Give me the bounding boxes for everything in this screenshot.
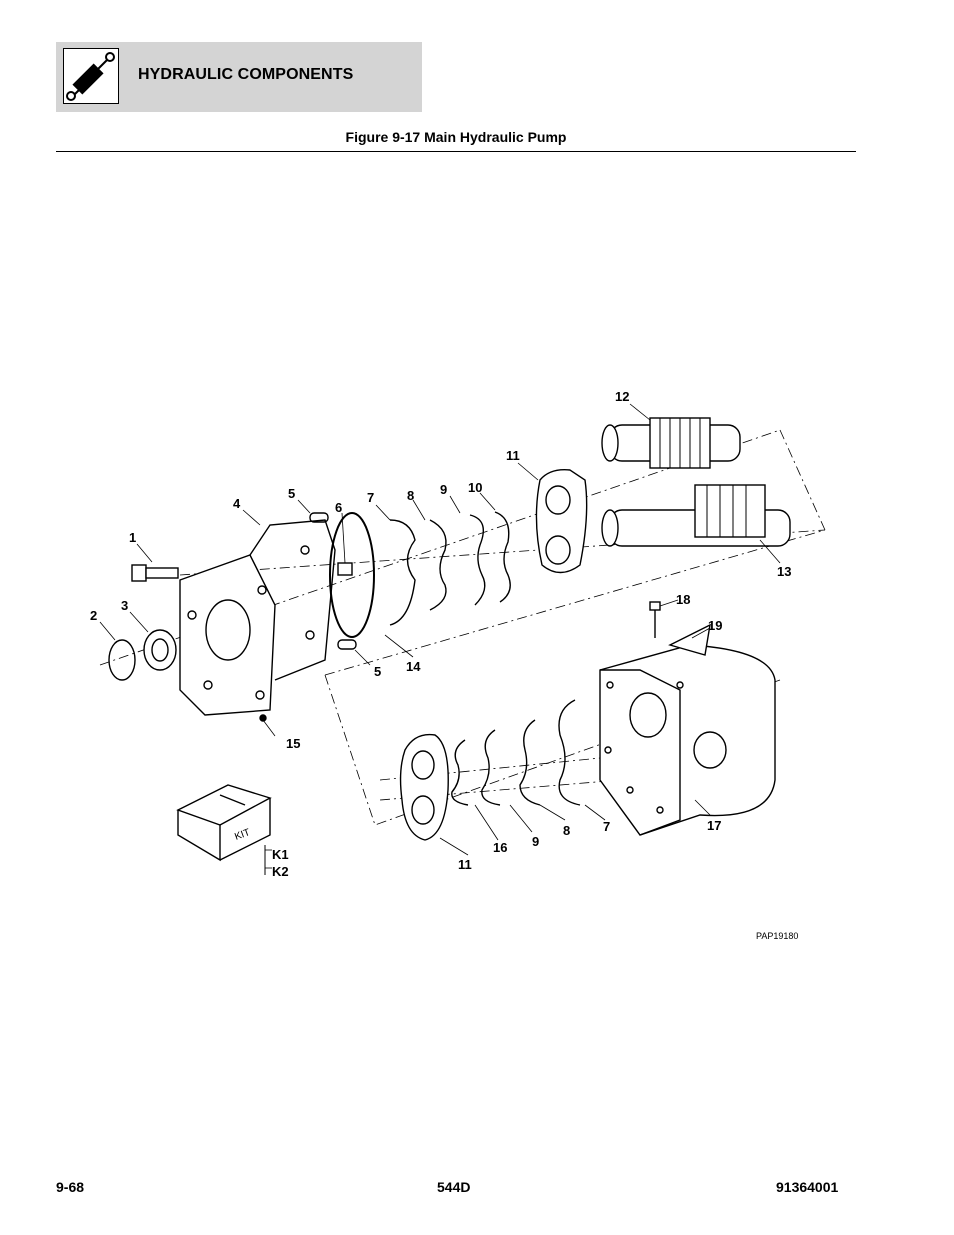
gasket-9-lower — [481, 729, 501, 806]
callout-16: 16 — [493, 840, 507, 855]
hydraulic-cylinder-icon — [63, 48, 119, 104]
callout-10: 10 — [468, 480, 482, 495]
dowel-pin-lower — [337, 639, 357, 650]
snap-ring-2 — [108, 639, 136, 681]
callout-8-lower: 8 — [563, 823, 570, 838]
manual-number: 91364001 — [776, 1179, 839, 1195]
callout-14: 14 — [406, 659, 421, 674]
callout-3: 3 — [121, 598, 128, 613]
seal-7-upper — [389, 519, 416, 626]
section-header: HYDRAULIC COMPONENTS — [56, 42, 422, 112]
callout-7-upper: 7 — [367, 490, 374, 505]
seal-8-upper — [429, 519, 447, 611]
bolt-1 — [131, 564, 179, 582]
gasket-9-upper — [469, 514, 486, 606]
callout-2: 2 — [90, 608, 97, 623]
kit-box — [176, 784, 272, 862]
callout-5-upper: 5 — [288, 486, 295, 501]
callout-18: 18 — [676, 592, 690, 607]
backup-10 — [494, 511, 511, 603]
kit-box-label: KIT — [233, 827, 251, 843]
pump-body — [599, 644, 776, 836]
callout-17: 17 — [707, 818, 721, 833]
callout-1: 1 — [129, 530, 136, 545]
callout-8-upper: 8 — [407, 488, 414, 503]
nameplate-19 — [668, 623, 711, 656]
figure-code: PAP19180 — [756, 931, 799, 941]
callout-11-upper: 11 — [506, 448, 520, 463]
drive-gear-upper — [601, 417, 741, 469]
callout-6: 6 — [335, 500, 342, 515]
callout-4: 4 — [233, 496, 241, 511]
shaft-seal-3 — [143, 629, 177, 671]
wear-plate-lower — [399, 733, 449, 841]
o-ring-14 — [329, 512, 375, 638]
drive-gear-lower — [601, 484, 791, 547]
backup-16 — [451, 739, 469, 806]
wear-plate-upper — [535, 469, 588, 574]
screw-18 — [649, 601, 661, 638]
callout-k2: K2 — [272, 864, 289, 879]
callout-7-lower: 7 — [603, 819, 610, 834]
model-number: 544D — [437, 1179, 471, 1195]
callout-k1: K1 — [272, 847, 289, 862]
callout-12: 12 — [615, 389, 629, 404]
callout-5-lower: 5 — [374, 664, 381, 679]
page-number: 9-68 — [56, 1179, 85, 1195]
seal-8-lower — [519, 719, 541, 806]
figure-title: Figure 9-17 Main Hydraulic Pump — [345, 129, 567, 145]
fitting-6 — [337, 562, 353, 576]
callout-9-upper: 9 — [440, 482, 447, 497]
mounting-flange — [179, 519, 336, 716]
callout-15: 15 — [286, 736, 300, 751]
seal-7-lower — [558, 699, 581, 806]
callout-11-lower: 11 — [458, 857, 472, 872]
section-title: HYDRAULIC COMPONENTS — [138, 66, 354, 83]
exploded-pump-diagram: 1 2 3 4 5 5 6 7 7 8 8 9 9 10 11 11 12 13… — [90, 389, 826, 879]
callout-13: 13 — [777, 564, 791, 579]
callout-19: 19 — [708, 618, 722, 633]
header-divider — [56, 151, 856, 152]
callout-9-lower: 9 — [532, 834, 539, 849]
